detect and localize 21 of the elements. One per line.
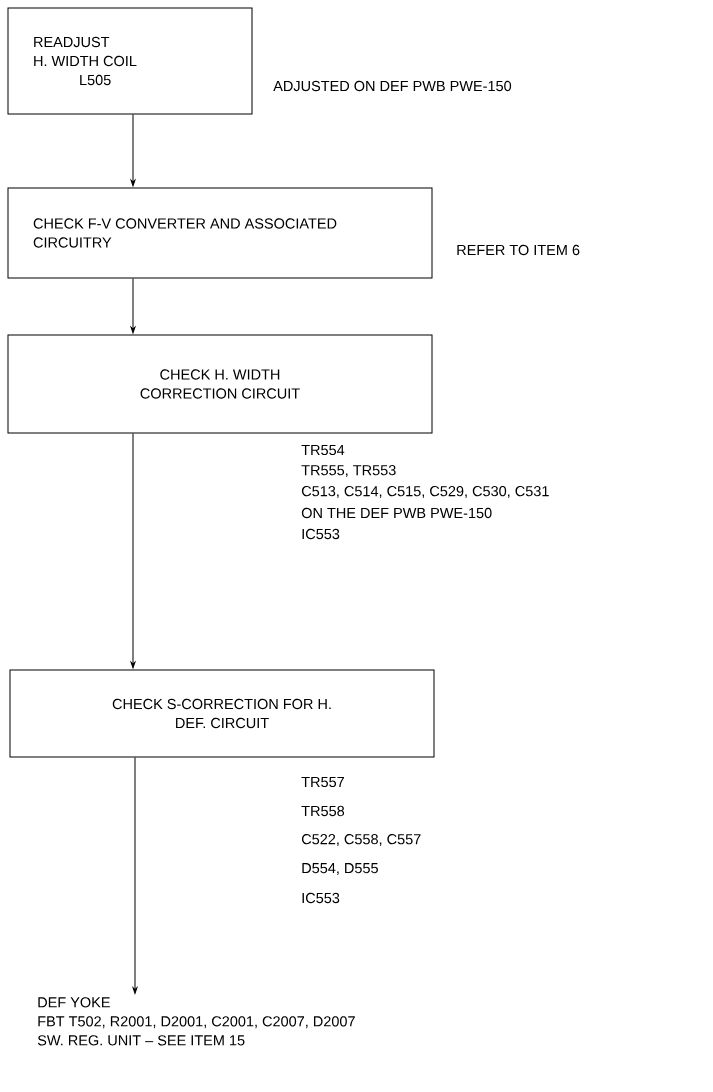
process-box: CHECK S-CORRECTION FOR H. DEF. CIRCUIT <box>9 669 435 758</box>
arrow <box>132 757 138 994</box>
arrow <box>130 114 136 187</box>
note-text: D554, D555 <box>302 863 378 875</box>
process-box: READJUST H. WIDTH COIL L505 <box>7 7 253 115</box>
process-box: CHECK F-V CONVERTER AND ASSOCIATED CIRCUITRY <box>7 187 433 279</box>
note-text: TR558 <box>301 805 345 817</box>
arrow <box>130 278 136 334</box>
note-text: ADJUSTED ON DEF PWB PWE-150 <box>273 80 512 92</box>
process-box: CHECK H. WIDTH CORRECTION CIRCUIT <box>7 334 433 434</box>
note-text: C513, C514, C515, C529, C530, C531 <box>301 486 549 498</box>
component-list: DEF YOKE FBT T502, R2001, D2001, C2001, C2007, D2007 SW. REG. UNIT – SEE ITEM 15 <box>37 997 355 1046</box>
arrow <box>130 433 136 669</box>
note-text: TR557 <box>301 776 344 788</box>
note-text: C522, C558, C557 <box>301 834 421 846</box>
note-text: ON THE DEF PWB PWE-150 <box>301 507 492 519</box>
note-text: IC553 <box>302 528 340 540</box>
note-text: TR554 <box>301 444 345 456</box>
note-text: TR555, TR553 <box>301 465 396 477</box>
note-text: IC553 <box>302 892 340 904</box>
note-text: REFER TO ITEM 6 <box>457 244 580 256</box>
